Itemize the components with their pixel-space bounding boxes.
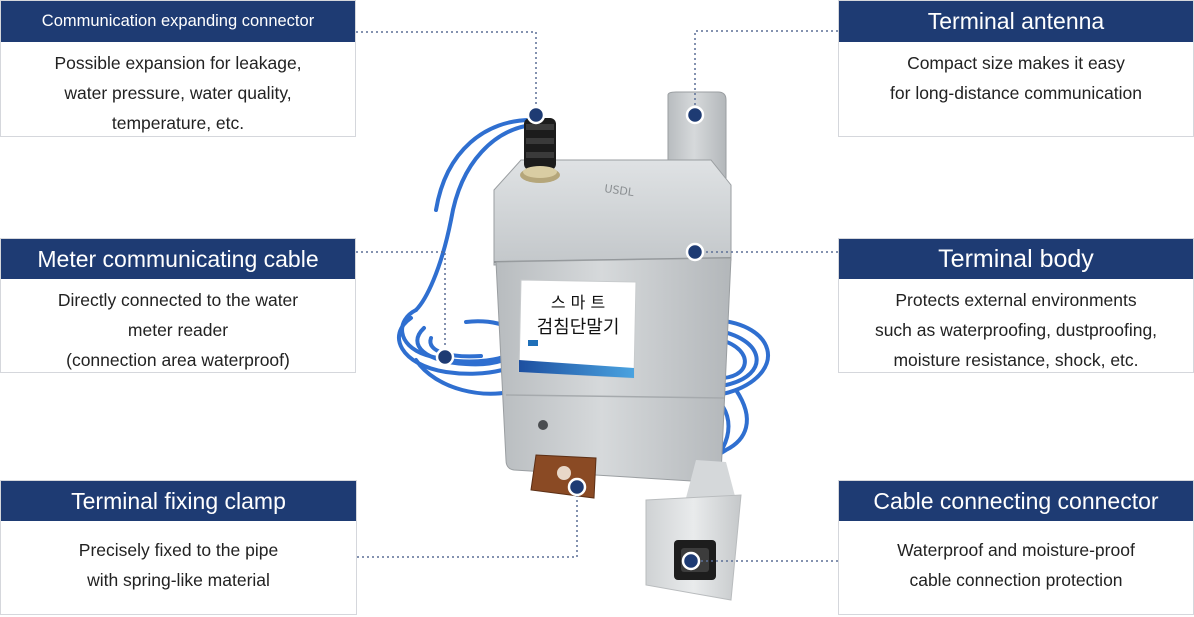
panel-communication-connector: Communication expanding connector Possib… (0, 0, 356, 137)
expansion-connector (520, 118, 560, 183)
desc-line: Precisely fixed to the pipe (78, 540, 279, 560)
desc-line: for long-distance communication (890, 83, 1142, 103)
emboss-text: USDL (604, 182, 636, 199)
panel-terminal-antenna: Terminal antenna Compact size makes it e… (838, 0, 1194, 137)
desc-line: water pressure, water quality, (64, 83, 292, 103)
terminal-lid (493, 159, 732, 266)
panel-title: Terminal body (839, 239, 1193, 279)
panel-terminal-body: Terminal body Protects external environm… (838, 238, 1194, 373)
cable-connector-housing (645, 460, 742, 601)
desc-line: meter reader (127, 320, 229, 340)
panel-title: Meter communicating cable (1, 239, 355, 279)
panel-title: Terminal antenna (839, 1, 1193, 42)
desc-line: temperature, etc. (111, 113, 245, 133)
panel-cable-connector: Cable connecting connector Waterproof an… (838, 480, 1194, 615)
desc-line: Waterproof and moisture-proof (897, 540, 1135, 560)
panel-description: Compact size makes it easy for long-dist… (839, 42, 1193, 108)
desc-line: Compact size makes it easy (907, 53, 1125, 73)
label-line-2: 검침단말기 (537, 317, 620, 338)
panel-description: Directly connected to the water meter re… (1, 279, 355, 375)
desc-line: Directly connected to the water (57, 290, 299, 310)
panel-title: Terminal fixing clamp (1, 481, 356, 521)
label-line-1: 스 마 트 (551, 293, 605, 312)
panel-description: Waterproof and moisture-proof cable conn… (839, 521, 1193, 595)
desc-line: Possible expansion for leakage, (54, 53, 302, 73)
panel-fixing-clamp: Terminal fixing clamp Precisely fixed to… (0, 480, 357, 615)
panel-description: Precisely fixed to the pipe with spring-… (1, 521, 356, 595)
desc-line: (connection area waterproof) (66, 350, 290, 370)
panel-meter-cable: Meter communicating cable Directly conne… (0, 238, 356, 373)
product-label: 스 마 트 검침단말기 (518, 279, 637, 379)
desc-line: such as waterproofing, dustproofing, (874, 320, 1158, 340)
panel-title: Communication expanding connector (1, 1, 355, 42)
desc-line: with spring-like material (87, 570, 270, 590)
desc-line: Protects external environments (895, 290, 1137, 310)
panel-description: Possible expansion for leakage, water pr… (1, 42, 355, 138)
desc-line: cable connection protection (909, 570, 1123, 590)
panel-title: Cable connecting connector (839, 481, 1193, 521)
smart-meter-terminal-illustration: USDL 스 마 트 검침단말기 (397, 91, 770, 601)
panel-description: Protects external environments such as w… (839, 279, 1193, 375)
led-hole (538, 420, 548, 430)
desc-line: moisture resistance, shock, etc. (893, 350, 1139, 370)
